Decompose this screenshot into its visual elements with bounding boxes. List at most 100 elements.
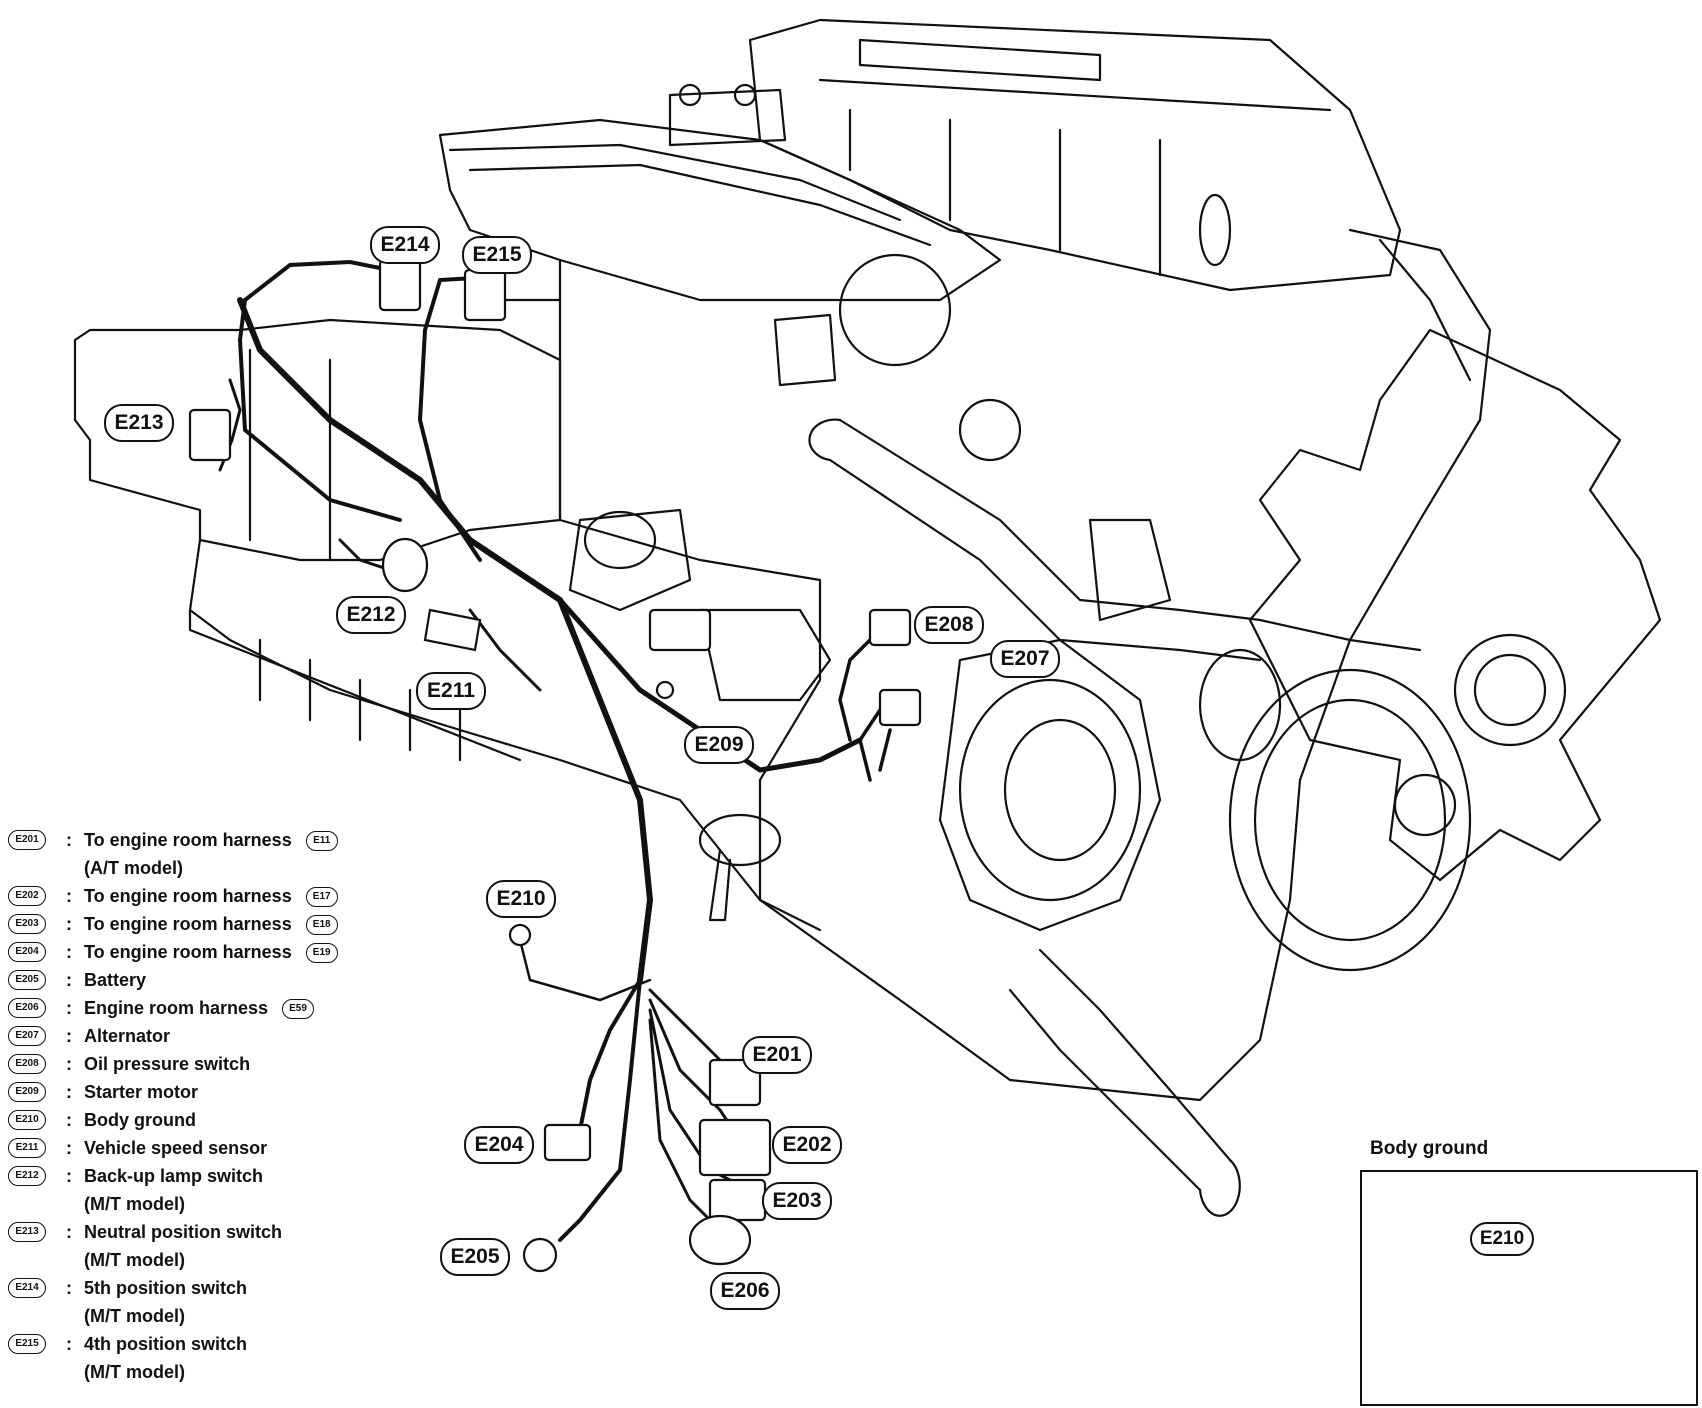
connector-e206	[688, 1214, 752, 1266]
connector-e209	[648, 608, 712, 652]
inset-callout-e210: E210	[1470, 1222, 1534, 1256]
harness-branch-e215	[417, 276, 482, 562]
upper-radiator-hose	[828, 418, 1422, 662]
legend-desc: 5th position switch	[84, 1278, 248, 1298]
callout-e204: E204	[464, 1126, 534, 1164]
body-ground-inset	[1360, 1170, 1698, 1406]
lower-radiator-hose	[1008, 948, 1232, 1192]
legend-code: E207	[8, 1026, 46, 1046]
callout-e205: E205	[440, 1238, 510, 1276]
connector-e208	[868, 608, 912, 647]
legend-desc: To engine room harness	[84, 830, 292, 850]
legend-desc: Vehicle speed sensor	[84, 1138, 268, 1158]
legend-desc: To engine room harness	[84, 886, 292, 906]
callout-e215: E215	[462, 236, 532, 274]
legend-code: E209	[8, 1082, 46, 1102]
legend-code: E204	[8, 942, 46, 962]
legend-row: E207 : Alternator	[4, 1022, 424, 1050]
terminal-e205	[522, 1237, 558, 1273]
callout-e208: E208	[914, 606, 984, 644]
callout-e202: E202	[772, 1126, 842, 1164]
harness-branch-e212	[338, 538, 392, 572]
legend-ref: E11	[305, 831, 338, 852]
connector-e207	[878, 688, 922, 727]
harness-branch-e204	[578, 978, 642, 1132]
legend-desc2: (A/T model)	[84, 858, 183, 878]
legend-desc: To engine room harness	[84, 942, 292, 962]
legend-code: E213	[8, 1222, 46, 1242]
engine-block	[558, 228, 1492, 1102]
harness-branch-e205	[558, 978, 642, 1242]
legend-row: E215 : 4th position switch (M/T model)	[4, 1330, 424, 1386]
legend-desc: To engine room harness	[84, 914, 292, 934]
callout-e206: E206	[710, 1272, 780, 1310]
callout-e212: E212	[336, 596, 406, 634]
legend-ref: E17	[305, 887, 338, 908]
callout-e210: E210	[486, 880, 556, 918]
intake-manifold	[438, 118, 1002, 302]
harness-branch-e214	[237, 259, 402, 522]
rocker-cover	[748, 18, 1402, 292]
starter-motor	[568, 508, 692, 612]
callout-e201: E201	[742, 1036, 812, 1074]
connector-e213	[188, 408, 232, 462]
legend-code: E210	[8, 1110, 46, 1130]
legend-row: E209 : Starter motor	[4, 1078, 424, 1106]
connector-e214	[378, 258, 422, 312]
connector-e215	[463, 268, 507, 322]
legend-code: E215	[8, 1334, 46, 1354]
harness-branch-e207	[858, 708, 892, 782]
legend-row: E214 : 5th position switch (M/T model)	[4, 1274, 424, 1330]
legend-code: E208	[8, 1054, 46, 1074]
inset-title: Body ground	[1370, 1138, 1489, 1159]
legend-row: E210 : Body ground	[4, 1106, 424, 1134]
legend-code: E214	[8, 1278, 46, 1298]
legend-desc: Back-up lamp switch	[84, 1166, 264, 1186]
legend-desc: Engine room harness	[84, 998, 269, 1018]
legend-code: E211	[8, 1138, 46, 1158]
legend-row: E212 : Back-up lamp switch (M/T model)	[4, 1162, 424, 1218]
connector-e201	[708, 1058, 762, 1107]
legend-desc2: (M/T model)	[84, 1250, 185, 1270]
legend-desc: 4th position switch	[84, 1334, 248, 1354]
legend-desc: Body ground	[84, 1110, 196, 1130]
callout-e213: E213	[104, 404, 174, 442]
legend-code: E212	[8, 1166, 46, 1186]
legend-ref: E19	[305, 943, 338, 964]
connector-e211	[423, 608, 482, 652]
legend-row: E208 : Oil pressure switch	[4, 1050, 424, 1078]
terminal-e209	[655, 680, 675, 700]
terminal-e210	[508, 923, 532, 947]
connector-e204	[543, 1123, 592, 1162]
legend-code: E206	[8, 998, 46, 1018]
harness-branch-e210	[518, 938, 652, 1002]
legend-row: E205 : Battery	[4, 966, 424, 994]
legend-row: E211 : Vehicle speed sensor	[4, 1134, 424, 1162]
harness-branch-e206	[648, 1018, 712, 1222]
legend-code: E202	[8, 886, 46, 906]
callout-e203: E203	[762, 1182, 832, 1220]
legend-code: E201	[8, 830, 46, 850]
legend-desc2: (M/T model)	[84, 1362, 185, 1382]
callout-e211: E211	[416, 672, 486, 710]
legend-code: E205	[8, 970, 46, 990]
legend-code: E203	[8, 914, 46, 934]
callout-e209: E209	[684, 726, 754, 764]
legend-desc: Alternator	[84, 1026, 171, 1046]
main-harness-trunk	[237, 297, 654, 983]
legend-desc2: (M/T model)	[84, 1306, 185, 1326]
harness-branch-e209	[557, 597, 863, 773]
alternator	[938, 638, 1162, 932]
connector-e202	[698, 1118, 772, 1177]
legend-desc: Neutral position switch	[84, 1222, 283, 1242]
connector-e212	[381, 537, 429, 593]
cooling-fan	[1248, 328, 1662, 882]
legend-desc: Oil pressure switch	[84, 1054, 251, 1074]
wiring-harness	[218, 259, 892, 1242]
legend-ref: E59	[282, 999, 315, 1020]
